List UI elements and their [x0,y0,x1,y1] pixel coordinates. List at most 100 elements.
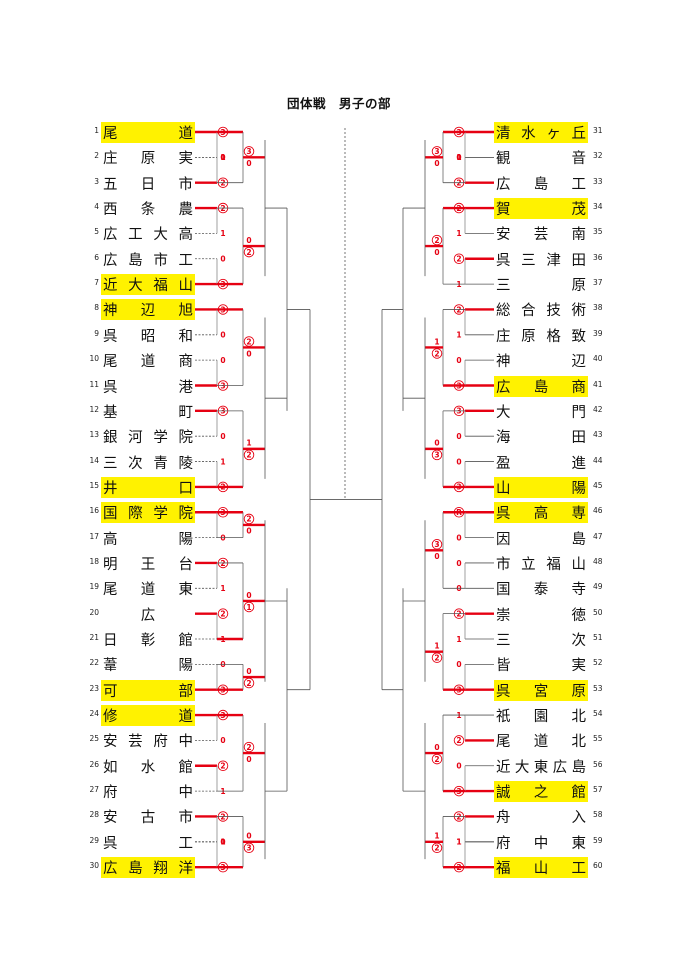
svg-text:1: 1 [456,229,461,238]
team-number: 42 [593,404,603,414]
svg-text:0: 0 [456,533,461,542]
team-name: 府中東 [496,835,586,852]
svg-text:2: 2 [434,755,439,764]
team-name: 安芸府中 [103,734,193,751]
svg-text:0: 0 [246,667,251,676]
score-mark: 0 [246,667,251,676]
score-mark: 0 [246,236,251,245]
svg-text:3: 3 [246,147,251,156]
svg-text:0: 0 [246,591,251,600]
score-mark: 1 [220,153,225,162]
svg-text:1: 1 [456,838,461,847]
svg-text:3: 3 [434,147,439,156]
team-number: 15 [89,480,99,490]
team-name: 広島工 [496,176,586,193]
team-name: 尾道北 [496,734,586,751]
team-number: 26 [89,759,99,769]
team-name: 近大東広島 [496,759,586,776]
svg-text:2: 2 [246,451,251,460]
team-name: 呉三津田 [496,252,586,269]
score-mark: 0 [246,832,251,841]
svg-text:1: 1 [220,457,225,466]
svg-text:0: 0 [456,356,461,365]
team-name: 呉港 [103,379,193,396]
score-mark: 0 [434,743,439,752]
svg-text:1: 1 [220,153,225,162]
score-mark: 0 [456,153,461,162]
team-name: 呉工 [103,835,193,852]
team-name: 三次青陵 [103,455,193,472]
team-name: 基町 [103,404,193,421]
team-name: 福山工 [494,857,588,879]
team-number: 37 [593,278,603,288]
team-number: 12 [89,404,99,414]
team-number: 33 [593,176,603,186]
svg-text:0: 0 [456,762,461,771]
svg-text:2: 2 [246,248,251,257]
score-mark: 0 [246,349,251,358]
team-number: 4 [94,202,99,212]
score-mark: 2 [243,513,255,525]
score-mark: 2 [217,760,229,772]
team-number: 30 [89,861,99,871]
team-name: 総合技術 [496,303,586,320]
team-number: 17 [89,531,99,541]
svg-text:1: 1 [220,584,225,593]
team-number: 3 [94,176,99,186]
svg-text:2: 2 [246,679,251,688]
svg-text:0: 0 [434,248,439,257]
team-number: 22 [89,658,99,668]
score-mark: 0 [246,755,251,764]
team-name: 府中 [103,785,193,802]
score-mark: 0 [220,153,225,162]
svg-text:1: 1 [220,838,225,847]
team-name: 明王台 [103,556,193,573]
team-number: 1 [94,126,99,135]
svg-text:0: 0 [220,432,225,441]
team-row: 4 西条農 [83,197,195,219]
team-name: 広工大高 [103,227,193,244]
team-number: 11 [89,379,99,389]
score-mark: 0 [434,248,439,257]
team-number: 53 [593,683,603,693]
score-mark: 2 [431,842,443,854]
team-number: 41 [593,379,603,389]
svg-text:1: 1 [434,832,439,841]
score-mark: 2 [453,253,465,264]
team-number: 28 [89,810,99,820]
team-name: 観音 [496,151,586,168]
team-name: 尾道東 [103,582,193,599]
team-name: 市立福山 [496,556,586,573]
svg-text:0: 0 [246,527,251,536]
score-mark: 0 [434,159,439,168]
score-mark: 1 [220,584,225,593]
score-mark: 0 [246,527,251,536]
team-name: 西条農 [103,202,193,219]
score-mark: 2 [243,336,255,347]
score-mark: 0 [220,736,225,745]
svg-text:0: 0 [434,159,439,168]
svg-text:0: 0 [220,255,225,264]
